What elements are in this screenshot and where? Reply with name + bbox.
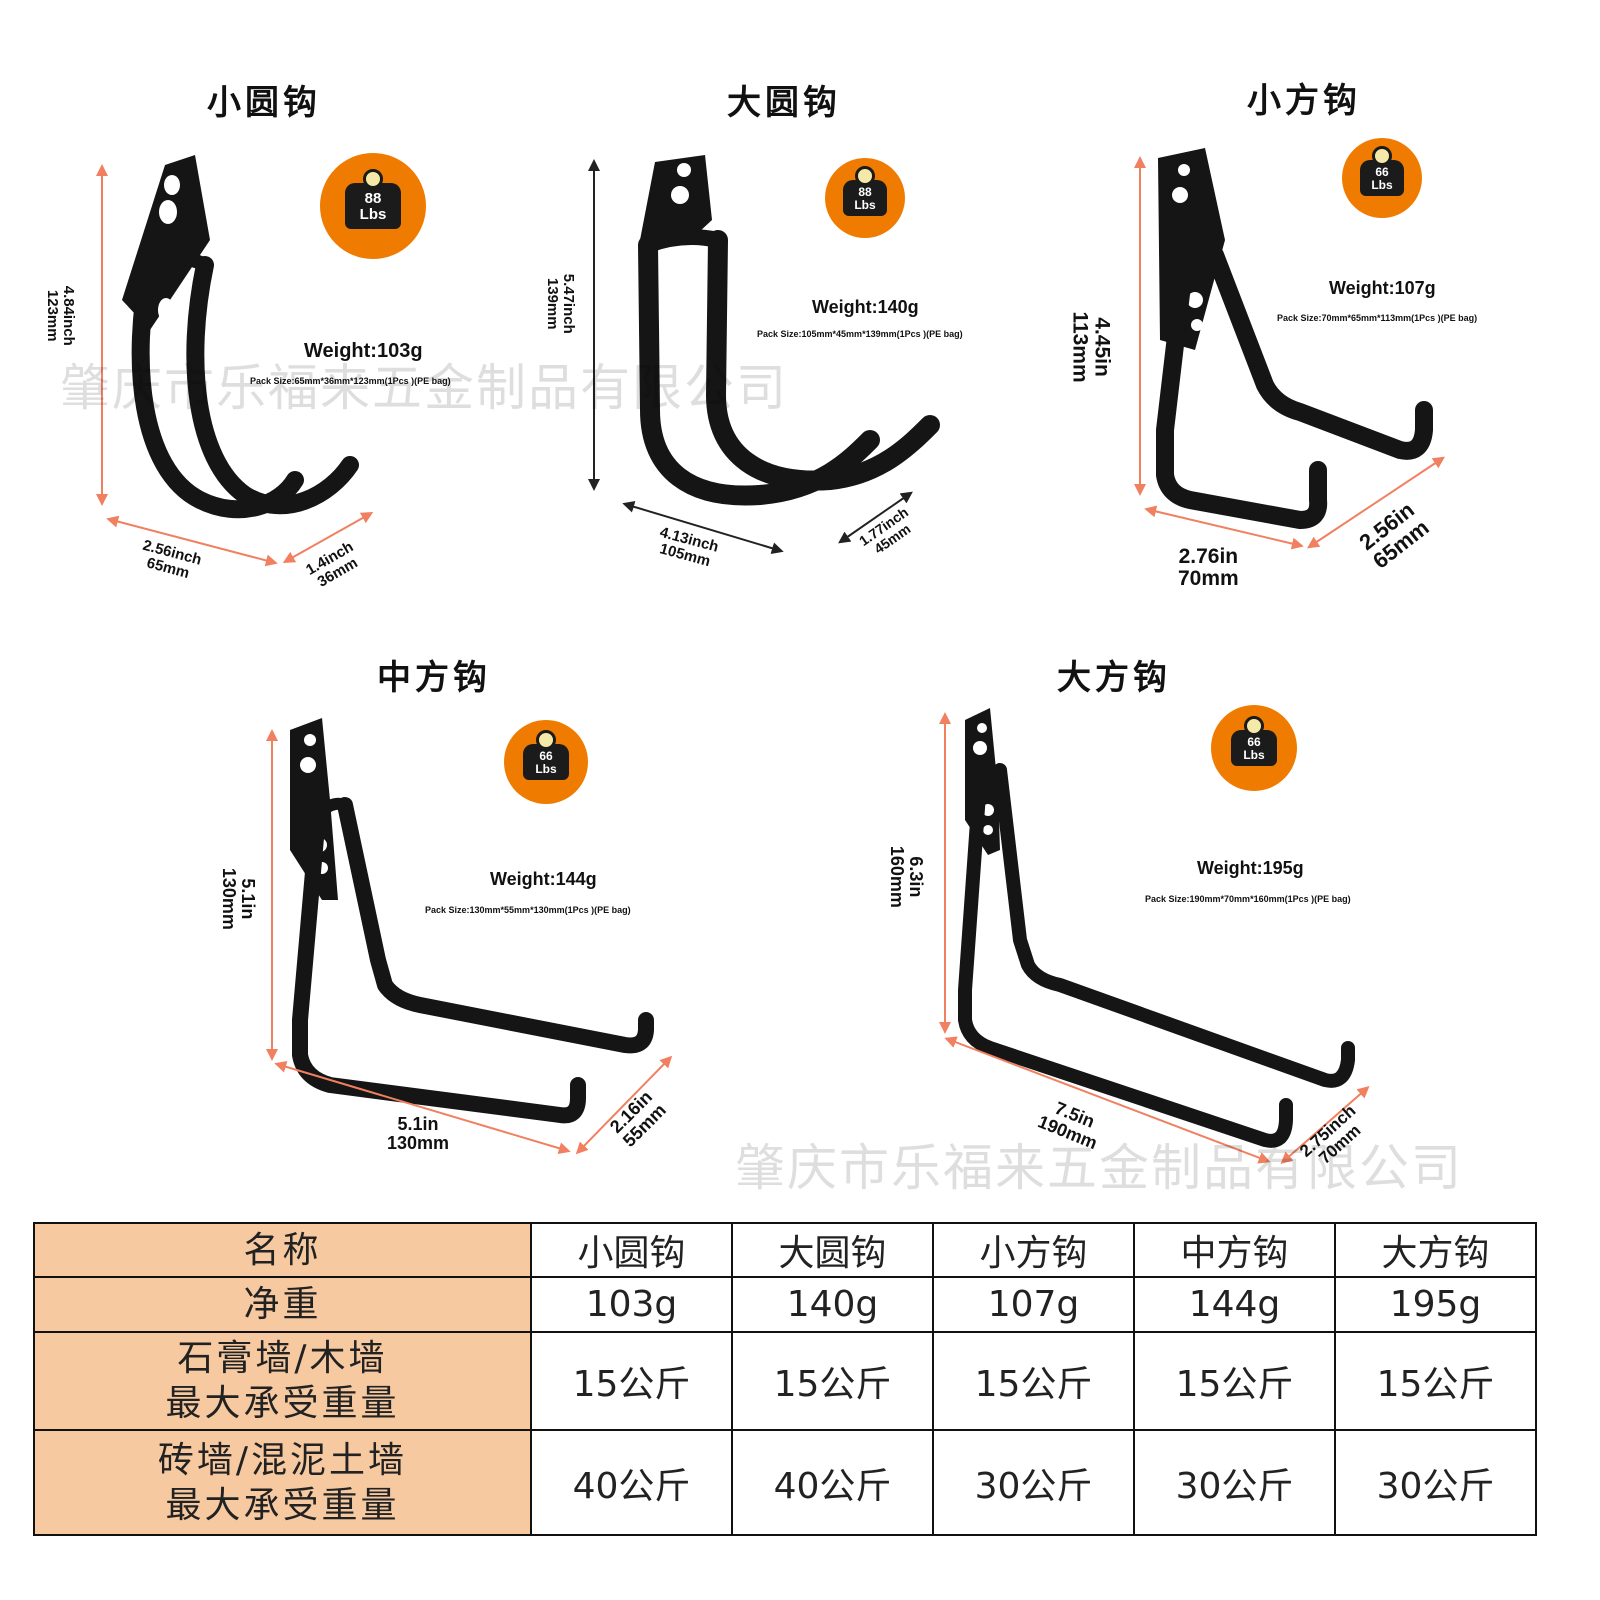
weight-label: Weight:144g xyxy=(490,869,597,889)
weight-icon: 88 Lbs xyxy=(843,180,887,216)
table-cell: 15公斤 xyxy=(1334,1330,1537,1432)
watermark: 肇庆市乐福来五金制品有限公司 xyxy=(735,1139,1463,1197)
product-title: 中方钩 xyxy=(377,658,491,698)
table-cell: 15公斤 xyxy=(1133,1330,1336,1432)
weight-icon: 66 Lbs xyxy=(1360,160,1404,196)
load-badge: 66 Lbs xyxy=(504,720,588,804)
table-cell: 103g xyxy=(530,1276,733,1333)
table-row: 名称 小圆钩 大圆钩 小方钩 中方钩 大方钩 xyxy=(33,1221,1537,1279)
watermark: 肇庆市乐福来五金制品有限公司 xyxy=(60,359,788,417)
table-cell: 15公斤 xyxy=(932,1330,1135,1432)
hook-large-round xyxy=(588,155,940,555)
hook-medium-square xyxy=(266,718,673,1155)
table-cell: 15公斤 xyxy=(731,1330,934,1432)
table-header-cell: 大方钩 xyxy=(1334,1221,1537,1279)
table-cell: 140g xyxy=(731,1276,934,1333)
table-cell: 195g xyxy=(1334,1276,1537,1333)
weight-label: Weight:103g xyxy=(304,340,423,362)
table-row: 净重 103g 140g 107g 144g 195g xyxy=(33,1276,1537,1333)
hook-small-square xyxy=(1134,148,1445,550)
pack-size: Pack Size:70mm*65mm*113mm(1Pcs )(PE bag) xyxy=(1277,313,1478,323)
product-illustrations xyxy=(96,148,1445,1164)
table-cell: 30公斤 xyxy=(1133,1429,1336,1536)
table-row: 砖墙/混泥土墙最大承受重量 40公斤 40公斤 30公斤 30公斤 30公斤 xyxy=(33,1429,1537,1536)
pack-size: Pack Size:65mm*36mm*123mm(1Pcs )(PE bag) xyxy=(250,376,451,386)
table-cell: 30公斤 xyxy=(1334,1429,1537,1536)
product-title: 大圆钩 xyxy=(727,83,841,123)
pack-size: Pack Size:105mm*45mm*139mm(1Pcs )(PE bag… xyxy=(757,329,963,339)
table-cell: 144g xyxy=(1133,1276,1336,1333)
hook-large-square xyxy=(939,708,1370,1164)
table-cell: 15公斤 xyxy=(530,1330,733,1432)
row-label: 石膏墙/木墙最大承受重量 xyxy=(33,1330,532,1432)
table-header-cell: 大圆钩 xyxy=(731,1221,934,1279)
weight-label: Weight:195g xyxy=(1197,858,1304,878)
pack-size: Pack Size:130mm*55mm*130mm(1Pcs )(PE bag… xyxy=(425,905,631,915)
table-cell: 40公斤 xyxy=(530,1429,733,1536)
table-cell: 40公斤 xyxy=(731,1429,934,1536)
weight-label: Weight:140g xyxy=(812,297,919,317)
table-header-cell: 小方钩 xyxy=(932,1221,1135,1279)
load-badge: 88 Lbs xyxy=(320,153,426,259)
table-header-cell: 中方钩 xyxy=(1133,1221,1336,1279)
product-title: 小方钩 xyxy=(1247,81,1361,121)
product-title: 小圆钩 xyxy=(207,83,321,123)
table-cell: 30公斤 xyxy=(932,1429,1135,1536)
load-badge: 66 Lbs xyxy=(1342,138,1422,218)
weight-icon: 88 Lbs xyxy=(345,183,401,229)
table-header-cell: 小圆钩 xyxy=(530,1221,733,1279)
table-cell: 107g xyxy=(932,1276,1135,1333)
hook-small-round xyxy=(96,155,374,567)
table-row: 石膏墙/木墙最大承受重量 15公斤 15公斤 15公斤 15公斤 15公斤 xyxy=(33,1330,1537,1432)
row-label: 净重 xyxy=(33,1276,532,1333)
product-title: 大方钩 xyxy=(1057,658,1171,698)
pack-size: Pack Size:190mm*70mm*160mm(1Pcs )(PE bag… xyxy=(1145,894,1351,904)
weight-icon: 66 Lbs xyxy=(523,744,569,780)
weight-label: Weight:107g xyxy=(1329,278,1436,298)
load-badge: 88 Lbs xyxy=(825,158,905,238)
table-header-cell: 名称 xyxy=(33,1221,532,1279)
spec-table: 名称 小圆钩 大圆钩 小方钩 中方钩 大方钩 净重 103g 140g 107g… xyxy=(33,1221,1537,1536)
row-label: 砖墙/混泥土墙最大承受重量 xyxy=(33,1429,532,1536)
load-badge: 66 Lbs xyxy=(1211,705,1297,791)
weight-icon: 66 Lbs xyxy=(1231,730,1277,766)
